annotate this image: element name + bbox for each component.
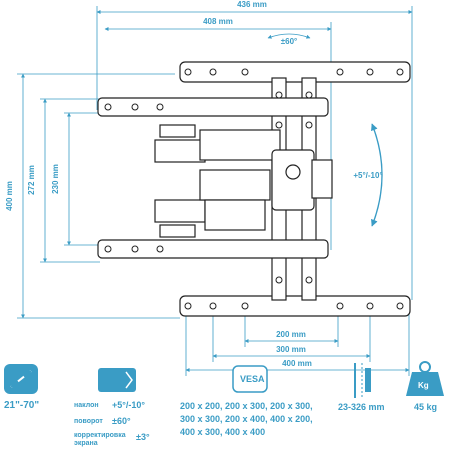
dim-hole-height: 230 mm <box>51 164 60 194</box>
distance-value: 23-326 mm <box>338 402 385 412</box>
swivel-label: поворот <box>74 418 103 425</box>
vesa-badge: VESA <box>240 374 265 384</box>
arm-upper <box>154 139 206 163</box>
dim-bottom-200: 200 mm <box>276 330 306 339</box>
dim-swivel: ±60° <box>281 37 298 46</box>
level-value: ±3° <box>136 432 150 442</box>
arm-joint-2 <box>159 224 196 238</box>
tilt-icon <box>98 368 136 392</box>
wall-distance-icon <box>354 363 371 398</box>
level-label: корректировка экрана <box>74 432 126 447</box>
weight-icon <box>406 361 444 396</box>
dim-tilt: +5°/-10° <box>353 171 382 180</box>
screen-size-value: 21"-70" <box>4 400 40 411</box>
arm-joint-1 <box>159 124 196 138</box>
arm-plate-bottom <box>97 239 329 259</box>
arm-lower <box>154 199 206 223</box>
vesa-line-2: 300 x 300, 200 x 400, 400 x 200, <box>180 414 313 424</box>
arm-link-3 <box>204 199 266 231</box>
tilt-label: наклон <box>74 402 99 409</box>
dim-plate-height: 272 mm <box>27 165 36 195</box>
weight-value: 45 kg <box>414 402 438 412</box>
dim-top-width: 436 mm <box>237 0 267 9</box>
mount-mechanics <box>97 61 411 317</box>
arm-plate-top <box>97 97 329 117</box>
weight-badge: Kg <box>418 381 429 390</box>
vesa-line-3: 400 x 300, 400 x 400 <box>180 427 266 437</box>
dim-plate-width: 408 mm <box>203 17 233 26</box>
top-rail <box>179 61 411 83</box>
screen-size-icon <box>4 364 38 394</box>
pivot <box>285 164 301 180</box>
vesa-line-1: 200 x 200, 200 x 300, 200 x 300, <box>180 401 313 411</box>
bottom-rail <box>179 295 411 317</box>
dim-bottom-400: 400 mm <box>282 359 312 368</box>
center-head <box>271 149 315 211</box>
dim-total-height: 400 mm <box>5 181 14 211</box>
arm-link-2 <box>199 169 271 201</box>
tilt-value: +5°/-10° <box>112 400 145 410</box>
side-block <box>311 159 333 199</box>
swivel-value: ±60° <box>112 416 131 426</box>
vesa-icon <box>232 365 268 393</box>
rail-holes <box>104 68 404 310</box>
dim-bottom-300: 300 mm <box>276 345 306 354</box>
arm-link-1 <box>199 129 281 161</box>
